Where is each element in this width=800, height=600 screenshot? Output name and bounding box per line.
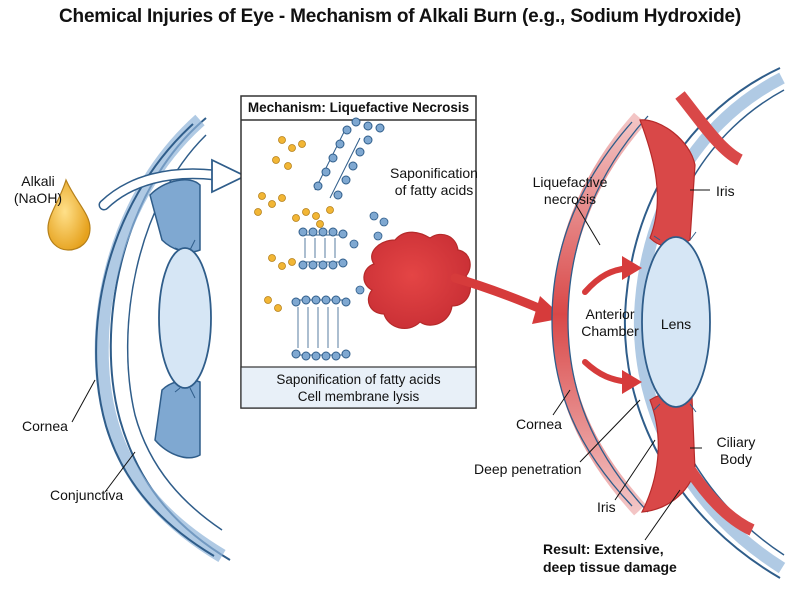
saponification-label-line1: Saponification — [390, 165, 478, 181]
left-cornea-label: Cornea — [22, 418, 68, 434]
saponification-label-line2: of fatty acids — [394, 182, 474, 198]
iris-bottom-label: Iris — [597, 499, 616, 515]
mechanism-caption-line2: Cell membrane lysis — [297, 389, 420, 404]
iris-top-label: Iris — [716, 183, 735, 199]
anterior-chamber-line1: Anterior — [585, 306, 635, 322]
deep-penetration-label: Deep penetration — [474, 461, 582, 477]
lens-label: Lens — [660, 316, 692, 332]
alkali-drop-icon — [47, 178, 91, 251]
membrane-bilayer-middle — [298, 227, 348, 270]
alkali-label: Alkali — [21, 173, 55, 189]
mechanism-caption-line1: Saponification of fatty acids — [276, 372, 441, 387]
fatty-acid-fragments — [254, 136, 334, 312]
liquefactive-label-line1: Liquefactive — [532, 174, 608, 190]
ciliary-body-line2: Body — [720, 451, 752, 467]
mechanism-title: Mechanism: Liquefactive Necrosis — [247, 100, 470, 115]
left-conjunctiva-label: Conjunctiva — [50, 487, 124, 503]
liquefactive-label-line2: necrosis — [543, 191, 597, 207]
right-lens-shape — [641, 236, 711, 408]
anterior-chamber-line2: Chamber — [581, 323, 639, 339]
membrane-bilayer-bottom — [291, 295, 351, 361]
mechanism-box — [240, 95, 477, 409]
left-cornea-shape — [94, 114, 226, 563]
left-iris-top-shape — [149, 179, 201, 253]
ciliary-body-line1: Ciliary — [716, 434, 756, 450]
right-cornea-shape — [551, 112, 646, 516]
right-cornea-label: Cornea — [516, 416, 562, 432]
membrane-bilayer-top — [313, 117, 385, 200]
necrosis-blob — [363, 231, 471, 330]
right-iris-top-shape — [639, 119, 696, 248]
left-eye — [47, 114, 248, 563]
right-eye — [551, 67, 786, 579]
result-line2: deep tissue damage — [543, 559, 677, 575]
penetration-arrow-upper — [582, 265, 631, 295]
result-line1: Result: Extensive, — [543, 541, 664, 557]
left-lens-shape — [158, 247, 212, 389]
left-iris-bottom-shape — [154, 379, 201, 459]
alkali-formula-label: (NaOH) — [13, 190, 63, 206]
page-title: Chemical Injuries of Eye - Mechanism of … — [59, 6, 741, 27]
penetration-arrow-lower — [582, 359, 631, 385]
